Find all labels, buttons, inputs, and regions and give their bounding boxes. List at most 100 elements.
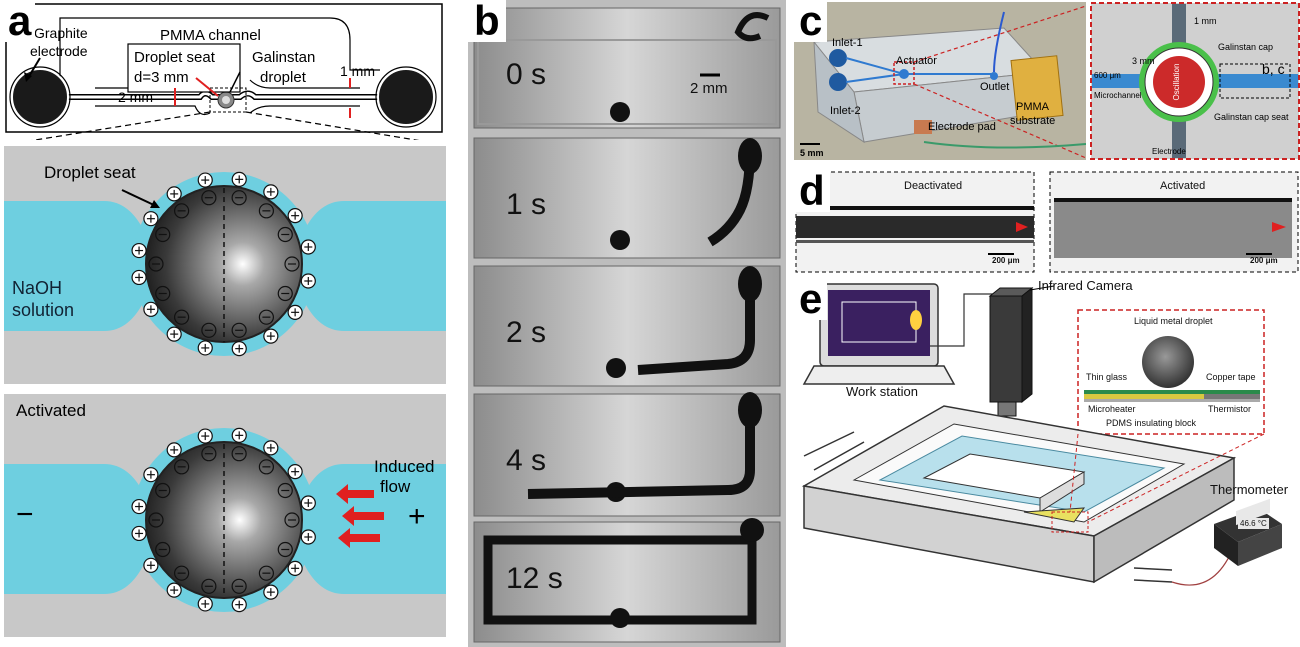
actuator-label: Actuator: [896, 55, 937, 67]
inset-pdms-label: PDMS insulating block: [1106, 418, 1197, 428]
droplet-seat-label: Droplet seat: [134, 49, 216, 66]
panel-e: Infrared Camera Work station Thermometer…: [794, 276, 1300, 647]
electrode-label: Electrode: [1152, 147, 1186, 156]
graphite-electrode-label-1: Graphite: [34, 25, 88, 41]
outlet-label: Outlet: [980, 81, 1009, 93]
negative-charge-icon: [277, 285, 293, 302]
negative-charge-icon: [258, 459, 274, 475]
seat-label: Droplet seat: [44, 163, 136, 182]
frame-0s: 0 s: [506, 58, 547, 91]
positive-charge-icon: [197, 428, 213, 444]
negative-charge-icon: [201, 322, 217, 338]
device-photo: Inlet-1 Inlet-2 Actuator Outlet Electrod…: [794, 2, 1086, 160]
droplet-diameter-label: d=3 mm: [134, 69, 189, 86]
positive-charge-icon: [197, 340, 213, 356]
negative-charge-icon: [277, 482, 293, 499]
negative-charge-icon: [258, 203, 274, 219]
negative-charge-icon: [148, 256, 164, 272]
positive-charge-icon: [263, 328, 279, 344]
positive-charge-icon: [287, 208, 303, 224]
thermometer-label: Thermometer: [1210, 482, 1289, 497]
panel-b-scale: 2 mm: [690, 80, 728, 97]
negative-charge-icon: [231, 190, 247, 206]
negative-charge-icon: [201, 190, 217, 206]
positive-charge-icon: [131, 269, 147, 286]
right-electrode-dot: [377, 68, 435, 126]
panel-b-frames-svg: [468, 0, 786, 647]
inset-droplet-label: Liquid metal droplet: [1134, 316, 1213, 326]
frame-2s: 2 s: [506, 316, 547, 349]
negative-charge-icon: [155, 226, 171, 243]
negative-charge-icon: [155, 482, 171, 499]
inset-thermistor-label: Thermistor: [1208, 404, 1252, 414]
panel-a-schematic: Graphite electrode PMMA channel Droplet …: [5, 3, 443, 140]
inset-thin-glass-label: Thin glass: [1086, 372, 1128, 382]
positive-charge-icon: [287, 560, 303, 576]
panel-a-label: a: [4, 0, 36, 42]
negative-charge-icon: [174, 459, 190, 475]
induced-flow-arrows: [336, 484, 384, 548]
pmma-channel-label: PMMA channel: [160, 27, 261, 44]
pmma-substrate-label-2: substrate: [1010, 115, 1055, 127]
negative-charge-icon: [174, 565, 190, 581]
panel-c: Inlet-1 Inlet-2 Actuator Outlet Electrod…: [794, 0, 1300, 162]
negative-charge-icon: [277, 541, 293, 558]
dim-2mm-label: 2 mm: [118, 89, 153, 105]
panel-d: Deactivated Activated 200 μm 200 μm d: [794, 170, 1300, 274]
positive-charge-icon: [231, 427, 247, 443]
positive-charge-icon: [143, 301, 159, 317]
thermometer-reading: 46.6 °C: [1238, 518, 1269, 529]
negative-charge-icon: [201, 446, 217, 462]
positive-charge-icon: [143, 557, 159, 573]
positive-charge-icon: [300, 239, 316, 255]
positive-charge-icon: [287, 464, 303, 480]
positive-charge-icon: [197, 596, 213, 612]
oscillation-label: Oscillation: [1172, 64, 1181, 101]
left-electrode-dot: [11, 68, 69, 126]
scale-label-2: 200 μm: [1250, 256, 1278, 265]
naoh-label-2: solution: [12, 300, 74, 320]
zoom-600um: 600 μm: [1094, 71, 1121, 80]
negative-charge-icon: [201, 578, 217, 594]
panel-a: Graphite electrode PMMA channel Droplet …: [0, 0, 450, 647]
positive-charge-icon: [166, 442, 182, 458]
work-station-label: Work station: [846, 384, 919, 399]
panel-d-images: [795, 171, 1299, 273]
positive-charge-icon: [263, 584, 279, 600]
negative-charge-icon: [258, 565, 274, 581]
positive-charge-icon: [131, 242, 147, 259]
frame-12s: 12 s: [506, 562, 563, 595]
deactivated-label: Deactivated: [904, 180, 963, 192]
positive-charge-icon: [263, 184, 279, 200]
panel-c-label: c: [794, 0, 828, 42]
induced-flow-label-2: flow: [380, 477, 411, 496]
inset-microheater-label: Microheater: [1088, 404, 1136, 414]
positive-charge-icon: [197, 172, 213, 188]
galinstan-label-2: droplet: [260, 69, 307, 86]
positive-charge-icon: [143, 467, 159, 483]
actuator-zoom: Oscillation 1 mm 3 mm 600 μm Galinstan c…: [1090, 2, 1300, 160]
scale-label-1: 200 μm: [992, 256, 1020, 265]
positive-charge-icon: [231, 171, 247, 187]
positive-charge-icon: [300, 495, 316, 511]
negative-charge-icon: [231, 578, 247, 594]
negative-charge-icon: [258, 309, 274, 325]
inlet2-label: Inlet-2: [830, 105, 861, 117]
frame-1s: 1 s: [506, 188, 547, 221]
photo-scale-label: 5 mm: [800, 148, 824, 158]
panel-b: 0 s 1 s 2 s 4 s 12 s 2 mm b: [468, 0, 786, 647]
negative-charge-icon: [148, 512, 164, 528]
frame-4s: 4 s: [506, 444, 547, 477]
minus-sign: −: [16, 498, 34, 531]
activated-label: Activated: [16, 401, 86, 420]
microchannel-label: Microchannel: [1094, 91, 1142, 100]
plus-sign: +: [408, 500, 426, 533]
negative-charge-icon: [155, 541, 171, 558]
positive-charge-icon: [131, 498, 147, 515]
positive-charge-icon: [166, 582, 182, 598]
positive-charge-icon: [231, 597, 247, 613]
positive-charge-icon: [300, 273, 316, 289]
naoh-label-1: NaOH: [12, 278, 62, 298]
negative-charge-icon: [231, 322, 247, 338]
negative-charge-icon: [155, 285, 171, 302]
